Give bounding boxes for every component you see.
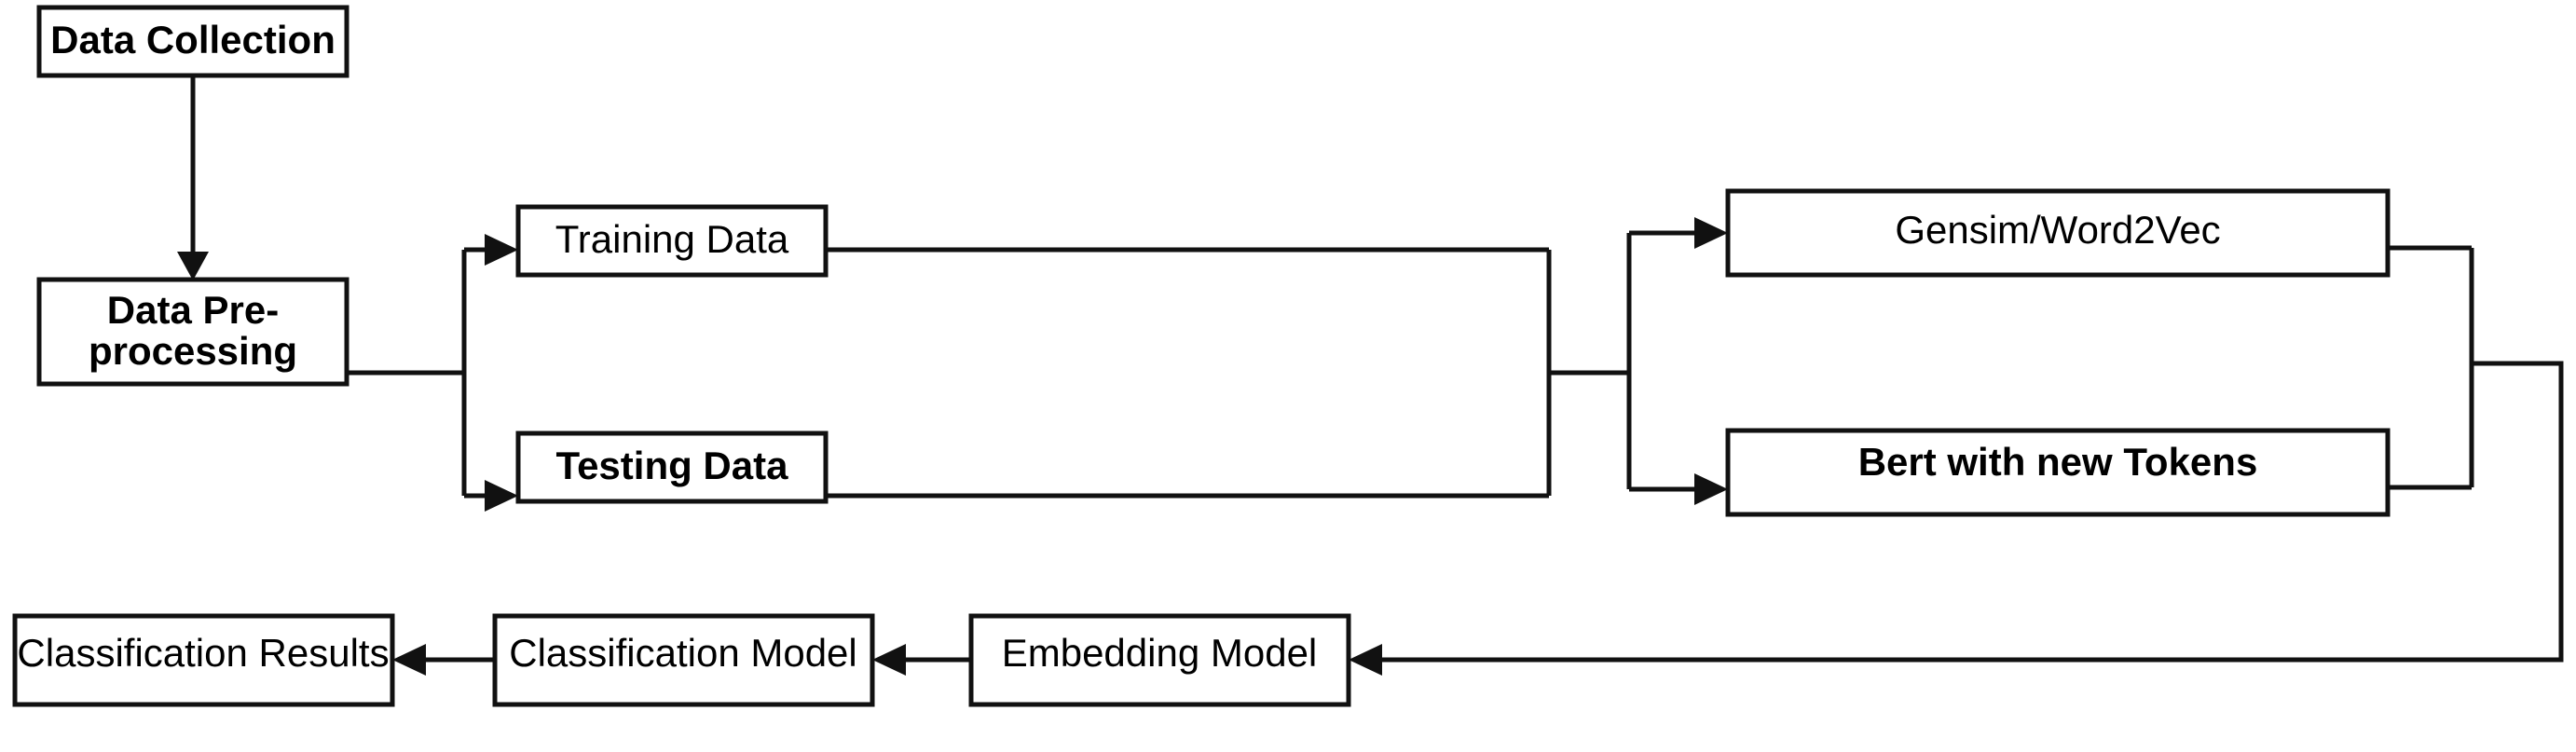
node-testing-data[interactable]: Testing Data <box>515 431 829 504</box>
edge-right-bus <box>1349 248 2564 676</box>
node-box[interactable] <box>515 431 829 504</box>
node-box[interactable] <box>1725 428 2391 517</box>
node-label-gensim-word2vec: Gensim/Word2Vec <box>1895 208 2220 252</box>
edge-split-to-training <box>464 234 518 266</box>
node-box[interactable] <box>36 5 349 78</box>
arrow-right-icon <box>485 480 518 512</box>
node-bert-new-tokens[interactable]: Bert with new Tokens <box>1725 428 2391 517</box>
arrow-right-icon <box>1694 473 1728 505</box>
edge-collection-to-preprocessing <box>177 75 209 280</box>
node-box[interactable] <box>1725 188 2391 278</box>
edge-embedding-to-classification <box>872 644 971 676</box>
node-label-classification-results: Classification Results <box>17 631 389 675</box>
arrow-left-icon <box>392 644 426 676</box>
edge-preprocessing-split <box>347 250 467 496</box>
edge-right-down-line <box>1370 361 2564 663</box>
arrow-left-icon <box>1349 644 1382 676</box>
node-box[interactable] <box>968 613 1351 707</box>
node-classification-results[interactable]: Classification Results <box>12 613 395 707</box>
node-label-bert-new-tokens: Bert with new Tokens <box>1858 440 2258 484</box>
edge-split-to-testing <box>464 480 518 512</box>
arrow-down-icon <box>177 252 209 280</box>
node-box[interactable] <box>515 204 829 278</box>
node-label-embedding-model: Embedding Model <box>1002 631 1318 675</box>
node-box[interactable] <box>492 613 875 707</box>
arrow-right-icon <box>1694 217 1728 249</box>
node-data-preprocessing[interactable]: Data Pre- processing <box>36 277 349 387</box>
node-data-collection[interactable]: Data Collection <box>36 5 349 78</box>
node-label-data-preprocessing-line2: processing <box>89 329 297 373</box>
node-classification-model[interactable]: Classification Model <box>492 613 875 707</box>
arrow-right-icon <box>485 234 518 266</box>
node-training-data[interactable]: Training Data <box>515 204 829 278</box>
node-label-data-collection: Data Collection <box>50 18 336 62</box>
node-label-classification-model: Classification Model <box>509 631 857 675</box>
node-box[interactable] <box>12 613 395 707</box>
edge-merge-node <box>1546 250 1629 496</box>
node-box[interactable] <box>36 277 349 387</box>
arrow-left-icon <box>872 644 906 676</box>
node-label-data-preprocessing-line1: Data Pre- <box>107 288 279 332</box>
edge-classification-to-results <box>392 644 495 676</box>
node-embedding-model[interactable]: Embedding Model <box>968 613 1351 707</box>
node-gensim-word2vec[interactable]: Gensim/Word2Vec <box>1725 188 2391 278</box>
node-label-training-data: Training Data <box>555 217 789 261</box>
node-label-testing-data: Testing Data <box>556 444 789 487</box>
edge-to-bert <box>1629 473 1728 505</box>
edge-to-gensim <box>1629 217 1728 249</box>
